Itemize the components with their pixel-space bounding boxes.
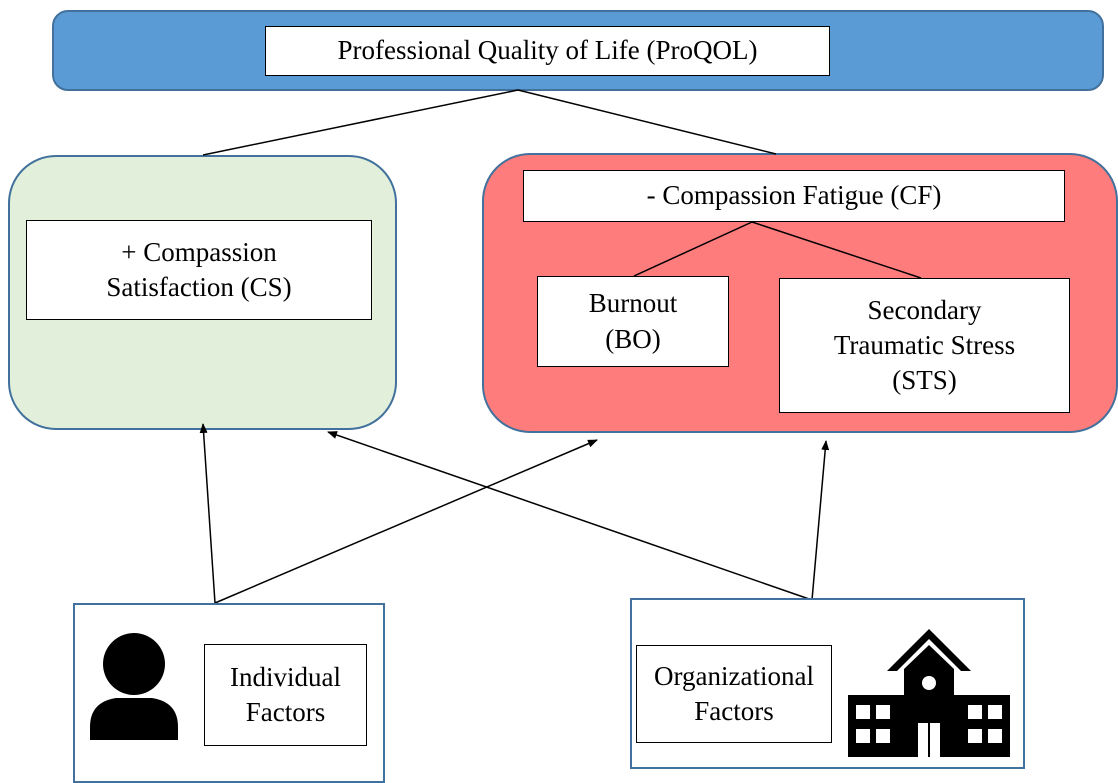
compassion-fatigue-label: - Compassion Fatigue (CF)	[523, 170, 1065, 222]
organizational-to-fatigue-arrow	[811, 440, 830, 601]
secondary-traumatic-stress-label: Secondary Traumatic Stress (STS)	[779, 278, 1070, 413]
burnout-label: Burnout (BO)	[537, 276, 729, 367]
header-to-fatigue-line	[517, 89, 777, 155]
proqol-title: Professional Quality of Life (ProQOL)	[265, 26, 830, 76]
individual-factors-label: Individual Factors	[204, 644, 367, 746]
fatigue-to-sts-line	[751, 221, 922, 279]
compassion-satisfaction-label: + Compassion Satisfaction (CS)	[26, 220, 372, 320]
individual-to-fatigue-arrow	[214, 439, 598, 604]
fatigue-to-burnout-line	[633, 221, 753, 277]
person-icon	[90, 633, 178, 740]
school-building-icon	[848, 629, 1010, 757]
organizational-factors-label: Organizational Factors	[636, 645, 832, 743]
header-to-satisfaction-line	[202, 89, 519, 156]
organizational-to-satisfaction-arrow	[327, 431, 813, 601]
individual-to-satisfaction-arrow	[199, 423, 216, 604]
